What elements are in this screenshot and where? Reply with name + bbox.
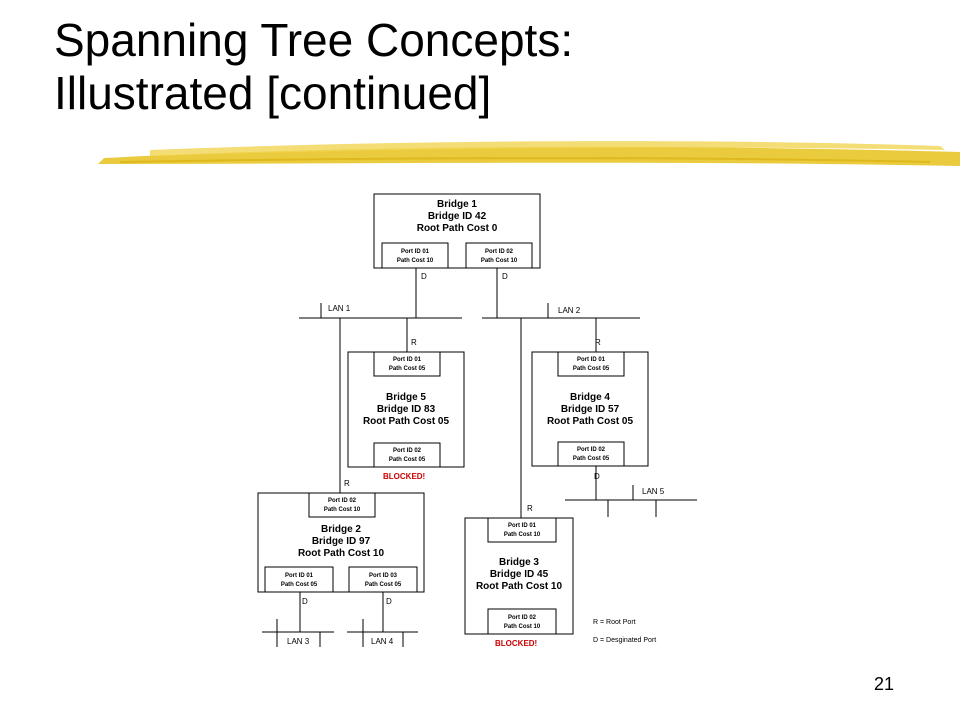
- bridge-2-port-1-role: D: [302, 597, 308, 606]
- bridge-1-port-2-cost: Path Cost 10: [481, 258, 518, 264]
- bridge-3-bottom-port-cost: Path Cost 10: [504, 624, 541, 630]
- bridge-5-top-role: R: [411, 338, 417, 347]
- bridge-5-blocked-status: BLOCKED!: [383, 472, 425, 481]
- title-line-2: Illustrated [continued]: [54, 67, 492, 119]
- slide-title: Spanning Tree Concepts: Illustrated [con…: [54, 14, 573, 120]
- bridge-3-cost: Root Path Cost 10: [476, 581, 563, 592]
- legend-root-port: R = Root Port: [593, 619, 636, 626]
- legend: R = Root Port D = Desginated Port: [593, 619, 656, 644]
- bridge-3: R Port ID 01 Path Cost 10 Bridge 3 Bridg…: [464, 504, 574, 648]
- bridge-5-bottom-port-cost: Path Cost 05: [389, 457, 426, 463]
- network-links: [262, 268, 697, 647]
- page-number: 21: [873, 674, 894, 694]
- bridge-2-name: Bridge 2: [321, 524, 361, 535]
- bridge-1-port-2-id: Port ID 02: [485, 249, 514, 255]
- bridge-4-top-port-id: Port ID 01: [577, 357, 606, 363]
- bridge-2-cost: Root Path Cost 10: [298, 548, 385, 559]
- bridge-4-bottom-role: D: [594, 472, 600, 481]
- bridge-2-top-role: R: [344, 479, 350, 488]
- bridge-1-port-1-role: D: [421, 272, 427, 281]
- lan-2-label: LAN 2: [558, 306, 581, 315]
- bridge-3-top-port-cost: Path Cost 10: [504, 532, 541, 538]
- bridge-5-bottom-port-id: Port ID 02: [393, 448, 422, 454]
- bridge-4-bottom-port-cost: Path Cost 05: [573, 456, 610, 462]
- bridge-2-port-1-cost: Path Cost 05: [281, 582, 318, 588]
- bridge-3-id: Bridge ID 45: [490, 569, 549, 580]
- bridge-1-name: Bridge 1: [437, 199, 477, 210]
- bridge-2-id: Bridge ID 97: [312, 536, 371, 547]
- bridge-4-top-role: R: [595, 338, 601, 347]
- bridge-5-cost: Root Path Cost 05: [363, 416, 450, 427]
- bridge-4-id: Bridge ID 57: [561, 404, 620, 415]
- bridge-4-bottom-port-id: Port ID 02: [577, 447, 606, 453]
- bridge-2-port-1-id: Port ID 01: [285, 573, 314, 579]
- title-line-1: Spanning Tree Concepts:: [54, 14, 574, 66]
- bridge-3-top-port-id: Port ID 01: [508, 523, 537, 529]
- lan-1-label: LAN 1: [328, 304, 351, 313]
- bridge-5-id: Bridge ID 83: [377, 404, 436, 415]
- lan-3-label: LAN 3: [287, 637, 310, 646]
- title-underline-stroke: [98, 141, 960, 166]
- bridge-3-top-role: R: [527, 504, 533, 513]
- bridge-1: Bridge 1 Bridge ID 42 Root Path Cost 0 P…: [373, 193, 541, 281]
- bridge-4-top-port-cost: Path Cost 05: [573, 366, 610, 372]
- bridge-4: R Port ID 01 Path Cost 05 Bridge 4 Bridg…: [531, 338, 649, 481]
- bridge-1-port-1-id: Port ID 01: [401, 249, 430, 255]
- bridge-5: R Port ID 01 Path Cost 05 Bridge 5 Bridg…: [347, 338, 465, 481]
- bridge-3-name: Bridge 3: [499, 557, 539, 568]
- bridge-5-top-port-cost: Path Cost 05: [389, 366, 426, 372]
- bridge-1-port-1-cost: Path Cost 10: [397, 258, 434, 264]
- bridge-4-cost: Root Path Cost 05: [547, 416, 634, 427]
- lan-5-label: LAN 5: [642, 487, 665, 496]
- bridge-5-top-port-id: Port ID 01: [393, 357, 422, 363]
- bridge-3-blocked-status: BLOCKED!: [495, 639, 537, 648]
- bridge-2-port-3-cost: Path Cost 05: [365, 582, 402, 588]
- lan-4-label: LAN 4: [371, 637, 394, 646]
- legend-designated-port: D = Desginated Port: [593, 637, 656, 644]
- bridge-5-name: Bridge 5: [386, 392, 426, 403]
- bridge-3-bottom-port-id: Port ID 02: [508, 615, 537, 621]
- bridge-2: R Port ID 02 Path Cost 10 Bridge 2 Bridg…: [257, 479, 425, 606]
- bridge-1-cost: Root Path Cost 0: [417, 223, 498, 234]
- bridge-4-name: Bridge 4: [570, 392, 610, 403]
- bridge-1-port-2-role: D: [502, 272, 508, 281]
- bridge-2-top-port-id: Port ID 02: [328, 498, 357, 504]
- bridge-2-top-port-cost: Path Cost 10: [324, 507, 361, 513]
- bridge-2-port-3-role: D: [386, 597, 392, 606]
- bridge-2-port-3-id: Port ID 03: [369, 573, 398, 579]
- bridge-1-id: Bridge ID 42: [428, 211, 487, 222]
